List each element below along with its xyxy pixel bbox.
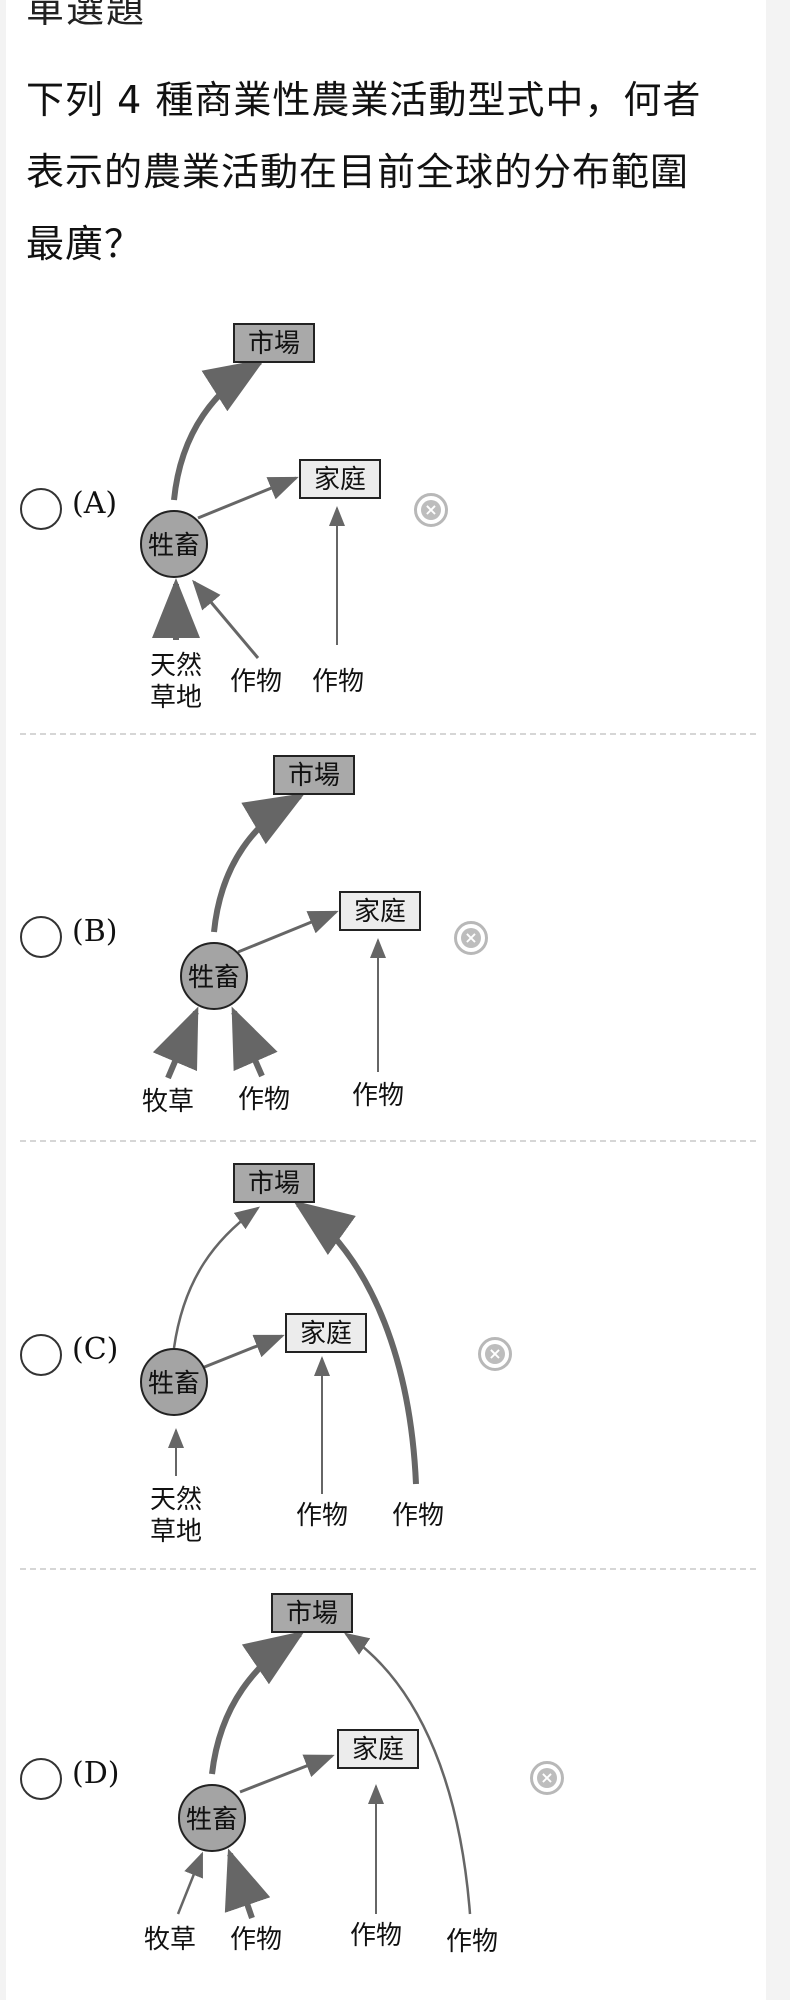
option-d-livestock-label: 牲畜 [186,1805,238,1835]
option-d-livestock-circle [178,1784,246,1852]
option-a-market-label: 市場 [248,329,300,359]
option-d-input-3: 作物 [350,1921,402,1951]
option-a-radio[interactable] [20,488,62,530]
option-a-livestock-circle [140,510,208,578]
option-c-input-2: 作物 [296,1501,348,1531]
option-d-household-label: 家庭 [352,1735,404,1765]
option-c-eliminate-icon[interactable]: × [478,1337,512,1371]
option-d-input-1: 牧草 [144,1925,196,1955]
option-d-market-label: 市場 [286,1599,338,1629]
divider [20,1140,756,1142]
option-a[interactable]: (A) × 市場 家庭 牲畜 天然 草地 作物 作物 [6,300,766,730]
option-d-input-4: 作物 [446,1927,498,1957]
option-b-market-box [273,755,355,795]
question-card: 單選題 下列 4 種商業性農業活動型式中，何者表示的農業活動在目前全球的分布範圍… [6,0,766,2000]
option-b-household-box [339,891,421,931]
option-c-input-1: 天然 [150,1485,202,1515]
flow-arrow [224,1848,271,1919]
option-c-radio[interactable] [20,1334,62,1376]
flow-arrow [293,1200,419,1485]
option-b-input-2: 作物 [238,1085,290,1115]
option-d-input-2: 作物 [230,1925,282,1955]
option-c-input-3: 作物 [392,1501,444,1531]
option-a-input-1b: 草地 [150,683,202,713]
flow-arrow [171,358,266,501]
option-c-household-label: 家庭 [300,1319,352,1349]
option-d-diagram: 市場 家庭 牲畜 牧草 作物 作物 作物 [144,1593,498,1957]
option-a-letter: (A) [72,486,118,521]
option-a-input-2: 作物 [230,667,282,697]
option-b-input-1: 牧草 [142,1087,194,1117]
option-a-livestock-label: 牲畜 [148,531,200,561]
option-b[interactable]: (B) × 市場 家庭 牲畜 牧草 作物 作物 [6,740,766,1140]
option-c-household-box [285,1313,367,1353]
option-c-letter: (C) [72,1332,119,1367]
option-b-letter: (B) [72,914,118,949]
option-d-letter: (D) [72,1756,120,1791]
option-b-household-label: 家庭 [354,897,406,927]
flow-arrow [201,1334,285,1370]
flow-arrow [176,1851,204,1915]
option-c-input-1b: 草地 [150,1517,202,1547]
option-b-livestock-label: 牲畜 [188,963,240,993]
option-b-livestock-circle [180,942,248,1010]
option-a-household-label: 家庭 [314,465,366,495]
divider [20,733,756,735]
option-d-radio[interactable] [20,1758,62,1800]
option-c-diagram: 市場 家庭 牲畜 天然 草地 作物 作物 [140,1163,444,1547]
flow-arrow [152,1006,199,1080]
option-b-radio[interactable] [20,916,62,958]
flow-arrow [231,1006,278,1078]
option-c[interactable]: (C) × 市場 家庭 牲畜 天然 草地 作物 作物 [6,1150,766,1570]
option-d-household-box [337,1729,419,1769]
flow-arrow [209,1630,305,1775]
option-d-market-box [271,1593,353,1633]
flow-arrow [192,579,260,659]
flow-arrow [239,1754,335,1794]
option-a-household-box [299,459,381,499]
option-a-input-3: 作物 [312,667,364,697]
option-c-livestock-label: 牲畜 [148,1369,200,1399]
option-b-eliminate-icon[interactable]: × [454,921,488,955]
option-d-eliminate-icon[interactable]: × [530,1761,564,1795]
flow-arrow [172,1206,261,1349]
option-c-livestock-circle [140,1348,208,1416]
question-type-label: 單選題 [26,0,147,31]
option-d[interactable]: (D) × 市場 家庭 牲畜 牧草 作物 作物 作物 [6,1578,766,2000]
option-b-diagram: 市場 家庭 牲畜 牧草 作物 作物 [142,755,421,1117]
flow-arrow [237,910,339,954]
option-c-market-box [233,1163,315,1203]
option-a-eliminate-icon[interactable]: × [414,493,448,527]
option-a-market-box [233,323,315,363]
option-a-diagram: 市場 家庭 牲畜 天然 草地 作物 作物 [140,323,381,713]
option-c-market-label: 市場 [248,1169,300,1199]
question-text: 下列 4 種商業性農業活動型式中，何者表示的農業活動在目前全球的分布範圍最廣？ [26,78,702,266]
option-a-input-1: 天然 [150,651,202,681]
flow-arrow [197,476,299,520]
divider [20,1568,756,1570]
flow-arrow [211,792,306,933]
option-b-market-label: 市場 [288,761,340,791]
flow-arrow [343,1632,472,1915]
option-b-input-3: 作物 [352,1081,404,1111]
